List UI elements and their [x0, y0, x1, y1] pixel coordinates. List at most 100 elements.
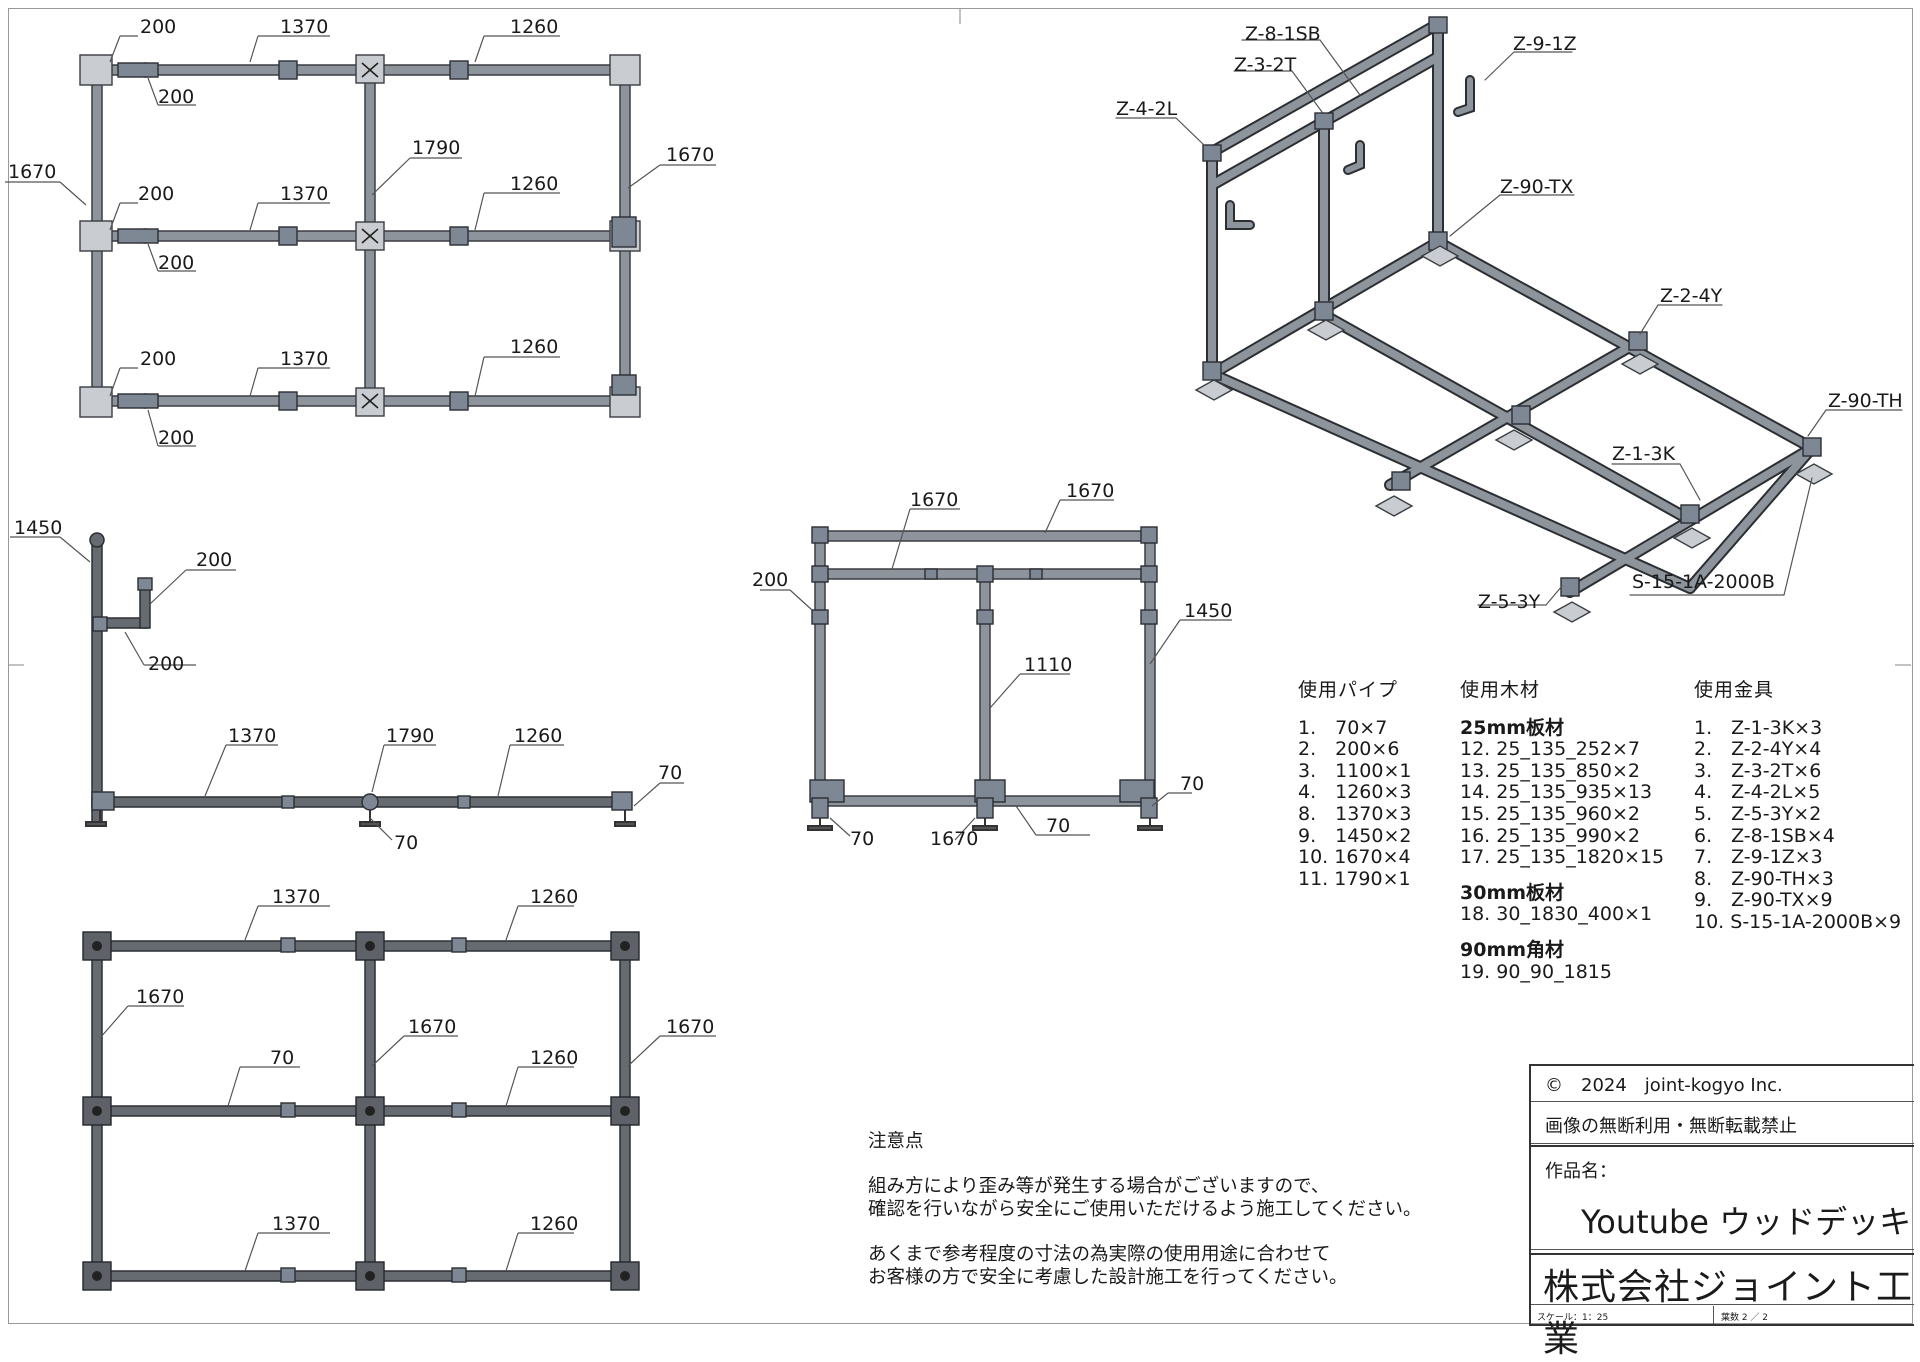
sheet-number: 葉数 2 ／ 2 [1721, 1313, 1769, 1323]
dim-label: 1370 [280, 348, 328, 370]
list-item: 5. Z-5-3Y×2 [1694, 802, 1822, 825]
list-item: 2. Z-2-4Y×4 [1694, 738, 1822, 761]
dim-label: 200 [196, 549, 232, 571]
list-item: 12. 25_135_252×7 [1460, 738, 1640, 761]
note-line: お客様の方で安全に考慮した設計施工を行ってください。 [868, 1267, 1348, 1288]
iso-label: Z-9-1Z [1513, 33, 1577, 55]
dim-label: 1370 [272, 886, 320, 908]
wood-group-title: 30mm板材 [1460, 881, 1565, 904]
dim-label: 200 [148, 653, 184, 675]
dim-label: 1790 [412, 137, 460, 159]
dim-label: 70 [270, 1047, 294, 1069]
iso-label: Z-4-2L [1116, 98, 1178, 120]
dim-label: 1260 [510, 16, 558, 38]
dim-label: 1790 [386, 725, 434, 747]
work-label: 作品名： [1545, 1161, 1617, 1182]
dim-label: 1670 [930, 828, 978, 850]
list-item: 8. 1370×3 [1298, 802, 1412, 825]
scale: スケール：1：25 [1537, 1313, 1609, 1323]
iso-label: Z-3-2T [1234, 54, 1297, 76]
dim-label: 1370 [228, 725, 276, 747]
dim-label: 1670 [408, 1016, 456, 1038]
iso-label: Z-5-3Y [1478, 591, 1541, 613]
isometric-view: Z-8-1SB Z-9-1Z Z-3-2T Z-4-2L Z-90-TX Z-2… [1115, 16, 1903, 623]
dim-label: 1670 [910, 489, 958, 511]
copyright: © 2024 joint-kogyo Inc. [1545, 1075, 1783, 1096]
list-item: 8. Z-90-TH×3 [1694, 867, 1834, 890]
list-item: 3. Z-3-2T×6 [1694, 759, 1822, 782]
dim-label: 1670 [136, 986, 184, 1008]
dim-label: 70 [1046, 815, 1070, 837]
iso-label: Z-8-1SB [1245, 23, 1321, 45]
dim-label: 1260 [530, 1213, 578, 1235]
iso-label: S-15-1A-2000B [1632, 571, 1775, 593]
list-item: 13. 25_135_850×2 [1460, 759, 1640, 782]
dim-label: 70 [658, 762, 682, 784]
dim-label: 70 [1180, 773, 1204, 795]
list-item: 7. Z-9-1Z×3 [1694, 846, 1823, 869]
list-item: 17. 25_135_1820×15 [1460, 846, 1665, 869]
list-item: 14. 25_135_935×13 [1460, 781, 1653, 804]
work-name: Youtube ウッドデッキ [1581, 1203, 1912, 1241]
list-item: 15. 25_135_960×2 [1460, 802, 1640, 825]
dim-label: 1260 [514, 725, 562, 747]
dim-label: 1370 [280, 183, 328, 205]
iso-label: Z-1-3K [1612, 443, 1676, 465]
usage-notice: 画像の無断利用・無断転載禁止 [1545, 1116, 1797, 1137]
dim-label: 1450 [14, 517, 62, 539]
dim-label: 1670 [666, 144, 714, 166]
list-item: 1. 70×7 [1298, 716, 1388, 739]
dim-label: 200 [158, 86, 194, 108]
list-item: 11. 1790×1 [1298, 867, 1411, 890]
dim-label: 1670 [8, 161, 56, 183]
front-view: 1670 1670 200 1450 1110 70 70 1670 70 [752, 480, 1232, 850]
dim-label: 200 [138, 183, 174, 205]
title-block: © 2024 joint-kogyo Inc. 画像の無断利用・無断転載禁止 作… [1529, 1064, 1914, 1360]
top-view: 200 1370 1260 200 1670 200 1370 1790 126… [5, 16, 716, 449]
dim-label: 200 [140, 16, 176, 38]
dim-label: 1670 [666, 1016, 714, 1038]
wood-list: 使用木材 25mm板材 12. 25_135_252×7 13. 25_135_… [1460, 679, 1665, 983]
list-item: 10. S-15-1A-2000B×9 [1694, 910, 1902, 933]
dim-label: 1260 [530, 1047, 578, 1069]
dim-label: 200 [158, 252, 194, 274]
fittings-list: 使用金具 1. Z-1-3K×3 2. Z-2-4Y×4 3. Z-3-2T×6… [1694, 679, 1902, 934]
dim-label: 200 [140, 348, 176, 370]
note-line: あくまで参考程度の寸法の為実際の使用用途に合わせて [868, 1244, 1331, 1265]
list-item: 4. Z-4-2L×5 [1694, 781, 1821, 804]
dim-label: 200 [752, 569, 788, 591]
wood-group-title: 25mm板材 [1460, 716, 1565, 739]
wood-group-title: 90mm角材 [1460, 938, 1565, 961]
fittings-list-title: 使用金具 [1694, 679, 1775, 701]
dim-label: 1260 [510, 336, 558, 358]
list-item: 9. Z-90-TX×9 [1694, 889, 1833, 912]
dim-label: 1370 [280, 16, 328, 38]
side-view: 1450 200 200 1370 1790 1260 70 70 [10, 517, 684, 854]
dim-label: 1450 [1184, 600, 1232, 622]
list-item: 19. 90_90_1815 [1460, 960, 1612, 983]
dim-label: 1110 [1024, 654, 1072, 676]
list-item: 10. 1670×4 [1298, 846, 1411, 869]
list-item: 6. Z-8-1SB×4 [1694, 824, 1835, 847]
dim-label: 1260 [530, 886, 578, 908]
list-item: 1. Z-1-3K×3 [1694, 716, 1823, 739]
dim-label: 1260 [510, 173, 558, 195]
wood-list-title: 使用木材 [1460, 679, 1541, 701]
note-line: 確認を行いながら安全にご使用いただけるよう施工してください。 [868, 1199, 1422, 1220]
list-item: 9. 1450×2 [1298, 824, 1412, 847]
dim-label: 200 [158, 427, 194, 449]
bottom-view: 1370 1260 1670 1670 1670 70 1260 1370 12… [82, 886, 716, 1291]
dim-label: 70 [850, 828, 874, 850]
list-item: 3. 1100×1 [1298, 759, 1412, 782]
list-item: 4. 1260×3 [1298, 781, 1412, 804]
list-item: 16. 25_135_990×2 [1460, 824, 1640, 847]
dim-label: 1670 [1066, 480, 1114, 502]
note-line: 組み方により歪み等が発生する場合がございますので、 [868, 1176, 1330, 1197]
pipe-list-title: 使用パイプ [1298, 679, 1399, 701]
technical-drawing: 200 1370 1260 200 1670 200 1370 1790 126… [5, 8, 1911, 1291]
list-item: 18. 30_1830_400×1 [1460, 903, 1653, 926]
pipe-list: 使用パイプ 1. 70×7 2. 200×6 3. 1100×1 4. 1260… [1298, 679, 1412, 890]
iso-label: Z-90-TH [1828, 390, 1903, 412]
iso-label: Z-90-TX [1500, 176, 1573, 198]
list-item: 2. 200×6 [1298, 738, 1400, 761]
